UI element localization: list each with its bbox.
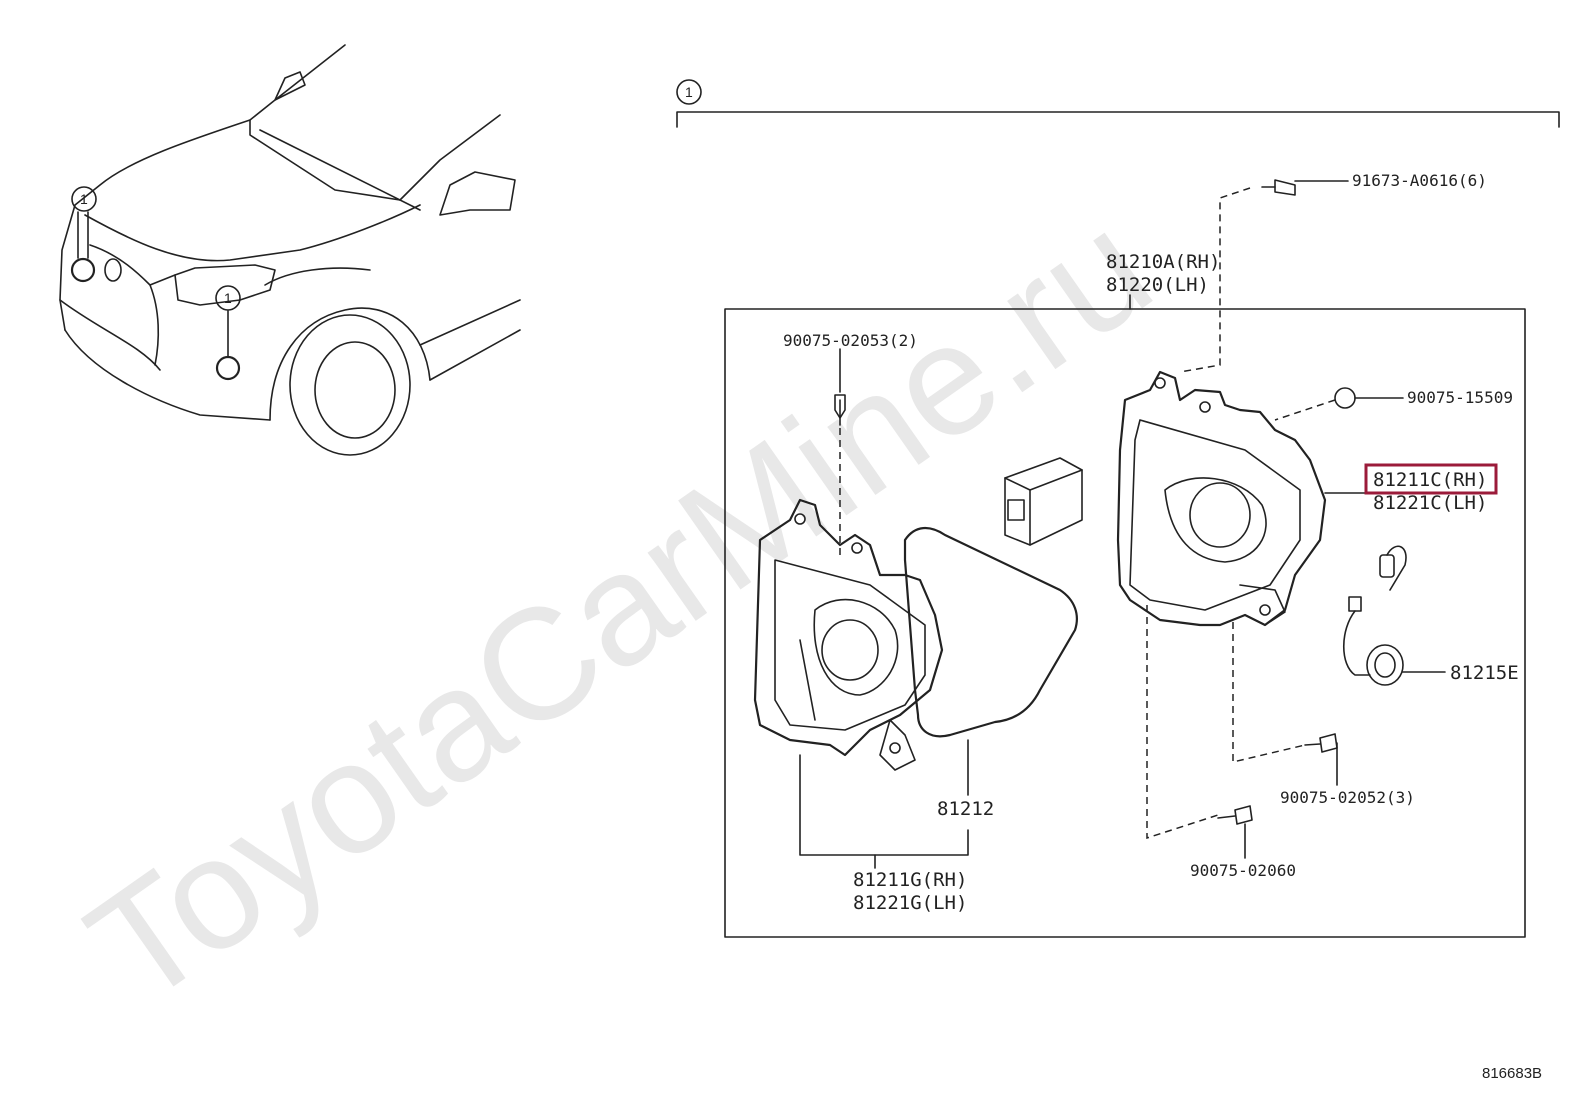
leader-line <box>799 754 969 856</box>
ecu-module <box>1004 457 1083 546</box>
part-label-exploded-rh: 81211G(RH) <box>853 869 967 891</box>
part-label-bolt-right: 90075-02052(3) <box>1280 788 1415 807</box>
parts-box <box>724 308 1526 938</box>
callout-circle <box>215 285 241 311</box>
car-front-illustration: 1 1 <box>59 44 521 456</box>
group-bracket: 1 <box>676 79 1560 128</box>
fog-lamp-rh-marker <box>70 257 96 283</box>
fog-lamp-lh-marker <box>215 355 241 381</box>
assembly-line <box>1232 622 1306 763</box>
part-label-exploded-lh: 81221G(LH) <box>853 892 967 914</box>
assembly-line <box>1146 605 1219 840</box>
part-label-assy-lh: 81220(LH) <box>1106 274 1209 296</box>
part-label-bolt-left: 90075-02053(2) <box>783 331 918 350</box>
assembly-line <box>1179 187 1251 373</box>
callout-number: 1 <box>685 84 693 100</box>
cap <box>1334 387 1356 409</box>
watermark-text: ToyotaCarMine.ru <box>59 178 1181 1037</box>
gasket <box>903 527 1078 738</box>
part-label-assy-rh: 81210A(RH) <box>1106 251 1220 273</box>
assembly-line <box>1274 399 1336 421</box>
callout-number: 1 <box>80 191 88 207</box>
part-label-socket: 81215E <box>1450 662 1519 684</box>
callout-circle <box>71 186 97 212</box>
part-label-screw: 91673-A0616(6) <box>1352 171 1487 190</box>
diagram-reference-id: 816683B <box>1482 1065 1542 1082</box>
part-label-unit-lh: 81221C(LH) <box>1373 492 1487 514</box>
fog-lamp-housing <box>1116 370 1327 627</box>
part-label-cap: 90075-15509 <box>1407 388 1513 407</box>
bulb-socket-wire <box>1343 545 1407 686</box>
bolt-icon <box>1217 805 1253 825</box>
callout-number: 1 <box>224 290 232 306</box>
highlight-box <box>1364 463 1498 495</box>
part-label-gasket: 81212 <box>937 798 994 820</box>
bolt-icon <box>834 394 846 426</box>
part-label-unit-rh: 81211C(RH) <box>1373 469 1487 491</box>
bolt-icon <box>1304 733 1338 753</box>
screw-icon <box>1261 179 1296 196</box>
part-label-bolt-bottom: 90075-02060 <box>1190 861 1296 880</box>
fog-lamp-housing-exploded <box>753 498 944 771</box>
